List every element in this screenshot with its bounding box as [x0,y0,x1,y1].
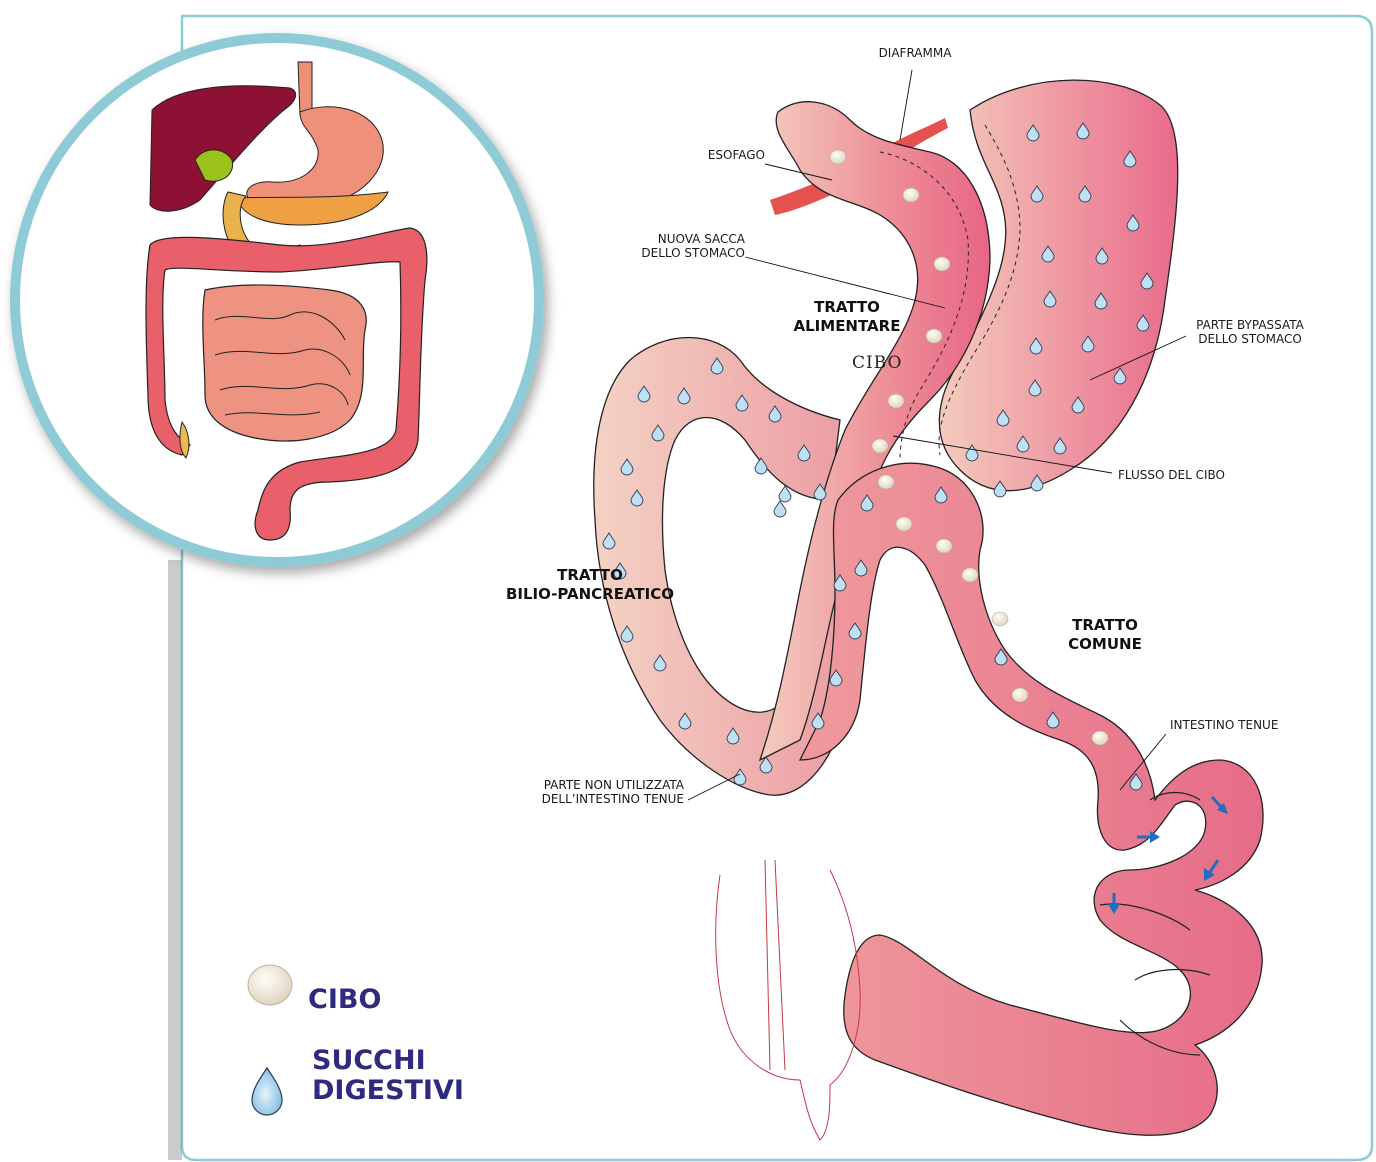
digestive-system-overview-icon [15,38,539,562]
label-intestino-tenue: INTESTINO TENUE [1170,718,1320,732]
label-tratto-alimentare: TRATTO ALIMENTARE [782,298,912,336]
food-piece-icon [248,965,292,1005]
legend-food-label: CIBO [308,985,381,1015]
label-parte-bypassata: PARTE BYPASSATA DELLO STOMACO [1180,318,1320,346]
label-flusso-cibo: FLUSSO DEL CIBO [1118,468,1278,482]
label-diaframma: DIAFRAMMA [860,46,970,60]
label-parte-non-utilizzata: PARTE NON UTILIZZATA DELL’INTESTINO TENU… [500,778,684,806]
label-cibo-center: CIBO [852,356,922,370]
label-tratto-comune: TRATTO COMUNE [1050,616,1160,654]
label-esofago: ESOFAGO [660,148,765,162]
label-nuova-sacca: NUOVA SACCA DELLO STOMACO [600,232,745,260]
legend-juice-label: SUCCHI DIGESTIVI [312,1046,464,1106]
label-tratto-bilio: TRATTO BILIO-PANCREATICO [490,566,690,604]
